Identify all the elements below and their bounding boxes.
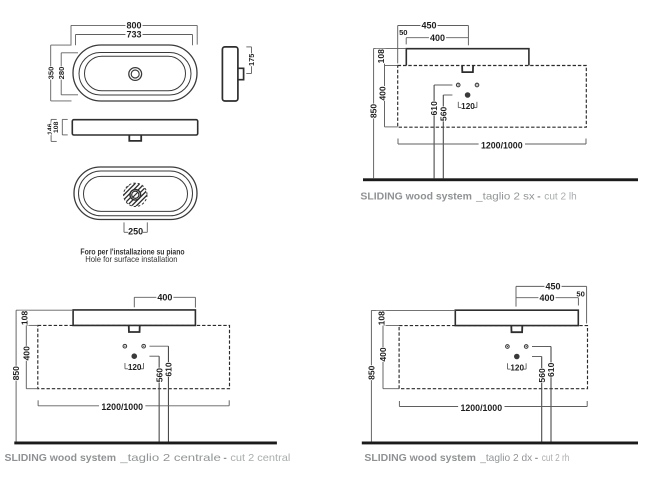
svg-text:_taglio 2 dx: _taglio 2 dx [479, 453, 532, 464]
svg-text:SLIDING wood system: SLIDING wood system [364, 453, 476, 464]
svg-text:400: 400 [539, 293, 554, 303]
svg-text:120: 120 [510, 363, 524, 372]
svg-text:400: 400 [157, 293, 172, 303]
svg-text:850: 850 [369, 104, 379, 119]
svg-text:120: 120 [461, 102, 475, 111]
svg-text:_taglio 2 sx: _taglio 2 sx [475, 191, 535, 202]
svg-text:_taglio 2 centrale: _taglio 2 centrale [119, 453, 221, 464]
svg-text:50: 50 [576, 289, 584, 298]
svg-text:108: 108 [377, 311, 387, 326]
svg-text:1200/1000: 1200/1000 [461, 403, 503, 413]
svg-text:560: 560 [537, 368, 547, 383]
svg-text:560: 560 [438, 107, 448, 122]
svg-text:146: 146 [47, 123, 54, 135]
svg-text:50: 50 [399, 28, 407, 37]
svg-text:cut 2 lh: cut 2 lh [544, 191, 576, 202]
svg-text:560: 560 [154, 368, 164, 383]
svg-text:250: 250 [128, 227, 143, 237]
svg-text:-: - [535, 453, 538, 464]
svg-text:1200/1000: 1200/1000 [481, 140, 523, 150]
svg-text:Hole for surface installation: Hole for surface installation [85, 254, 178, 264]
svg-text:800: 800 [126, 21, 141, 31]
svg-text:cut 2 rh: cut 2 rh [542, 453, 570, 464]
svg-text:610: 610 [546, 362, 556, 377]
svg-text:SLIDING wood system: SLIDING wood system [360, 191, 472, 202]
svg-text:400: 400 [378, 86, 388, 101]
svg-text:450: 450 [421, 21, 436, 31]
svg-text:733: 733 [126, 30, 141, 40]
svg-text:175: 175 [247, 54, 256, 66]
svg-text:280: 280 [57, 67, 66, 80]
svg-text:-: - [223, 453, 226, 464]
svg-text:120: 120 [128, 363, 142, 372]
svg-text:108: 108 [53, 121, 60, 133]
svg-text:1200/1000: 1200/1000 [101, 402, 143, 412]
svg-text:450: 450 [545, 282, 560, 292]
svg-text:cut 2 central: cut 2 central [230, 453, 290, 464]
svg-text:400: 400 [378, 347, 388, 362]
svg-text:SLIDING wood system: SLIDING wood system [5, 453, 117, 464]
svg-text:108: 108 [376, 49, 386, 64]
svg-text:850: 850 [366, 365, 376, 380]
svg-text:400: 400 [21, 346, 31, 361]
svg-text:Foro per l'installazione su pi: Foro per l'installazione su piano [80, 246, 184, 256]
svg-text:610: 610 [429, 101, 439, 116]
svg-text:850: 850 [11, 366, 21, 381]
svg-text:400: 400 [430, 33, 445, 43]
svg-text:-: - [537, 191, 540, 202]
svg-text:350: 350 [46, 67, 55, 80]
svg-text:108: 108 [20, 311, 30, 326]
svg-text:610: 610 [164, 362, 174, 377]
